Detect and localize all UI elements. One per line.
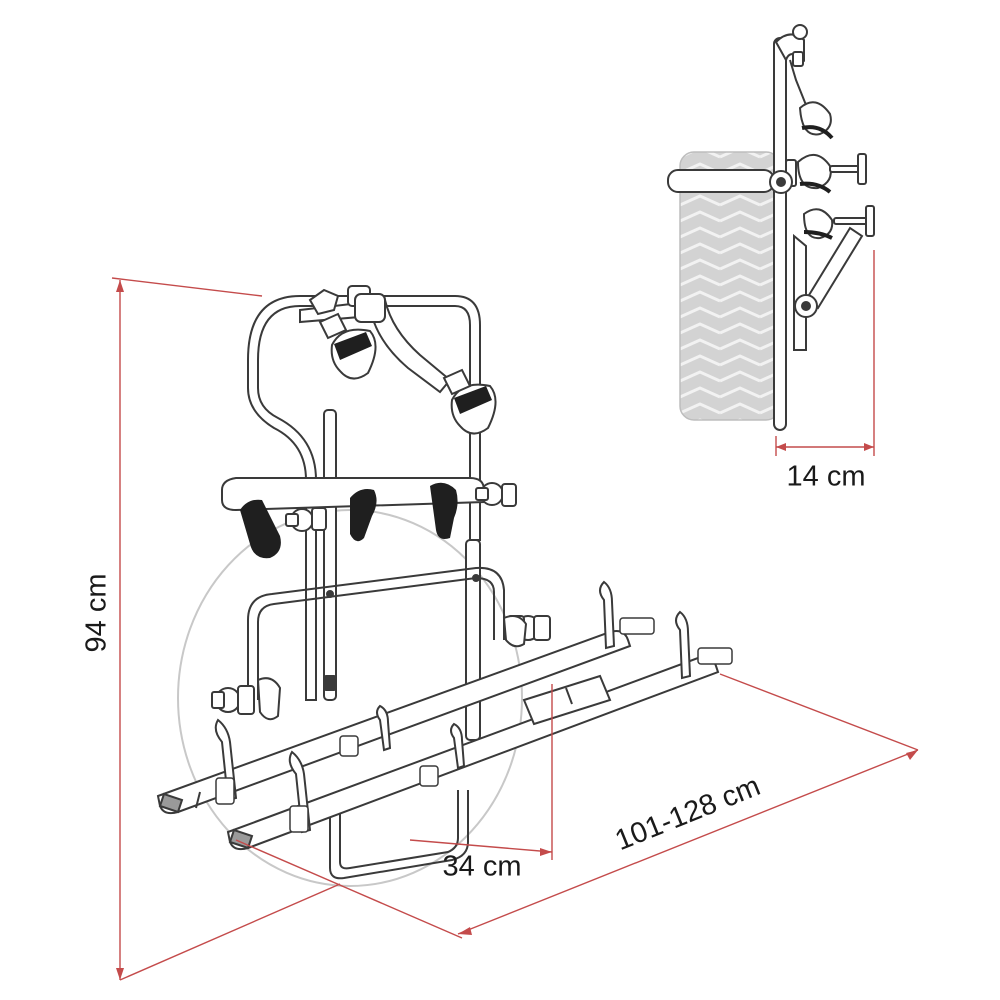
side-view-mount-bar <box>667 169 775 193</box>
inset-depth-dimension-label: 14 cm <box>786 460 866 493</box>
frame-clamp-upper-right <box>442 368 497 435</box>
middle-cradles <box>240 482 517 559</box>
lower-clamps <box>211 615 551 721</box>
main-view <box>111 277 919 981</box>
side-view-clamps <box>789 24 875 240</box>
side-view-lower-arm <box>793 226 864 351</box>
middle-crossbar <box>221 477 485 512</box>
frame-clamp-upper-left <box>318 312 377 380</box>
depth-dimension-label: 34 cm <box>442 850 522 883</box>
dimension-lines <box>111 277 919 981</box>
upper-bike-arm <box>299 285 452 394</box>
side-view-post <box>769 33 805 431</box>
side-view-inset <box>667 24 875 456</box>
wheel-rail-front <box>156 630 632 815</box>
height-dimension-label: 94 cm <box>80 573 113 653</box>
lower-frame <box>247 566 505 880</box>
side-view-dimension-14cm <box>775 250 875 456</box>
rail-straps <box>215 617 733 833</box>
rail-cross-support <box>522 674 612 726</box>
